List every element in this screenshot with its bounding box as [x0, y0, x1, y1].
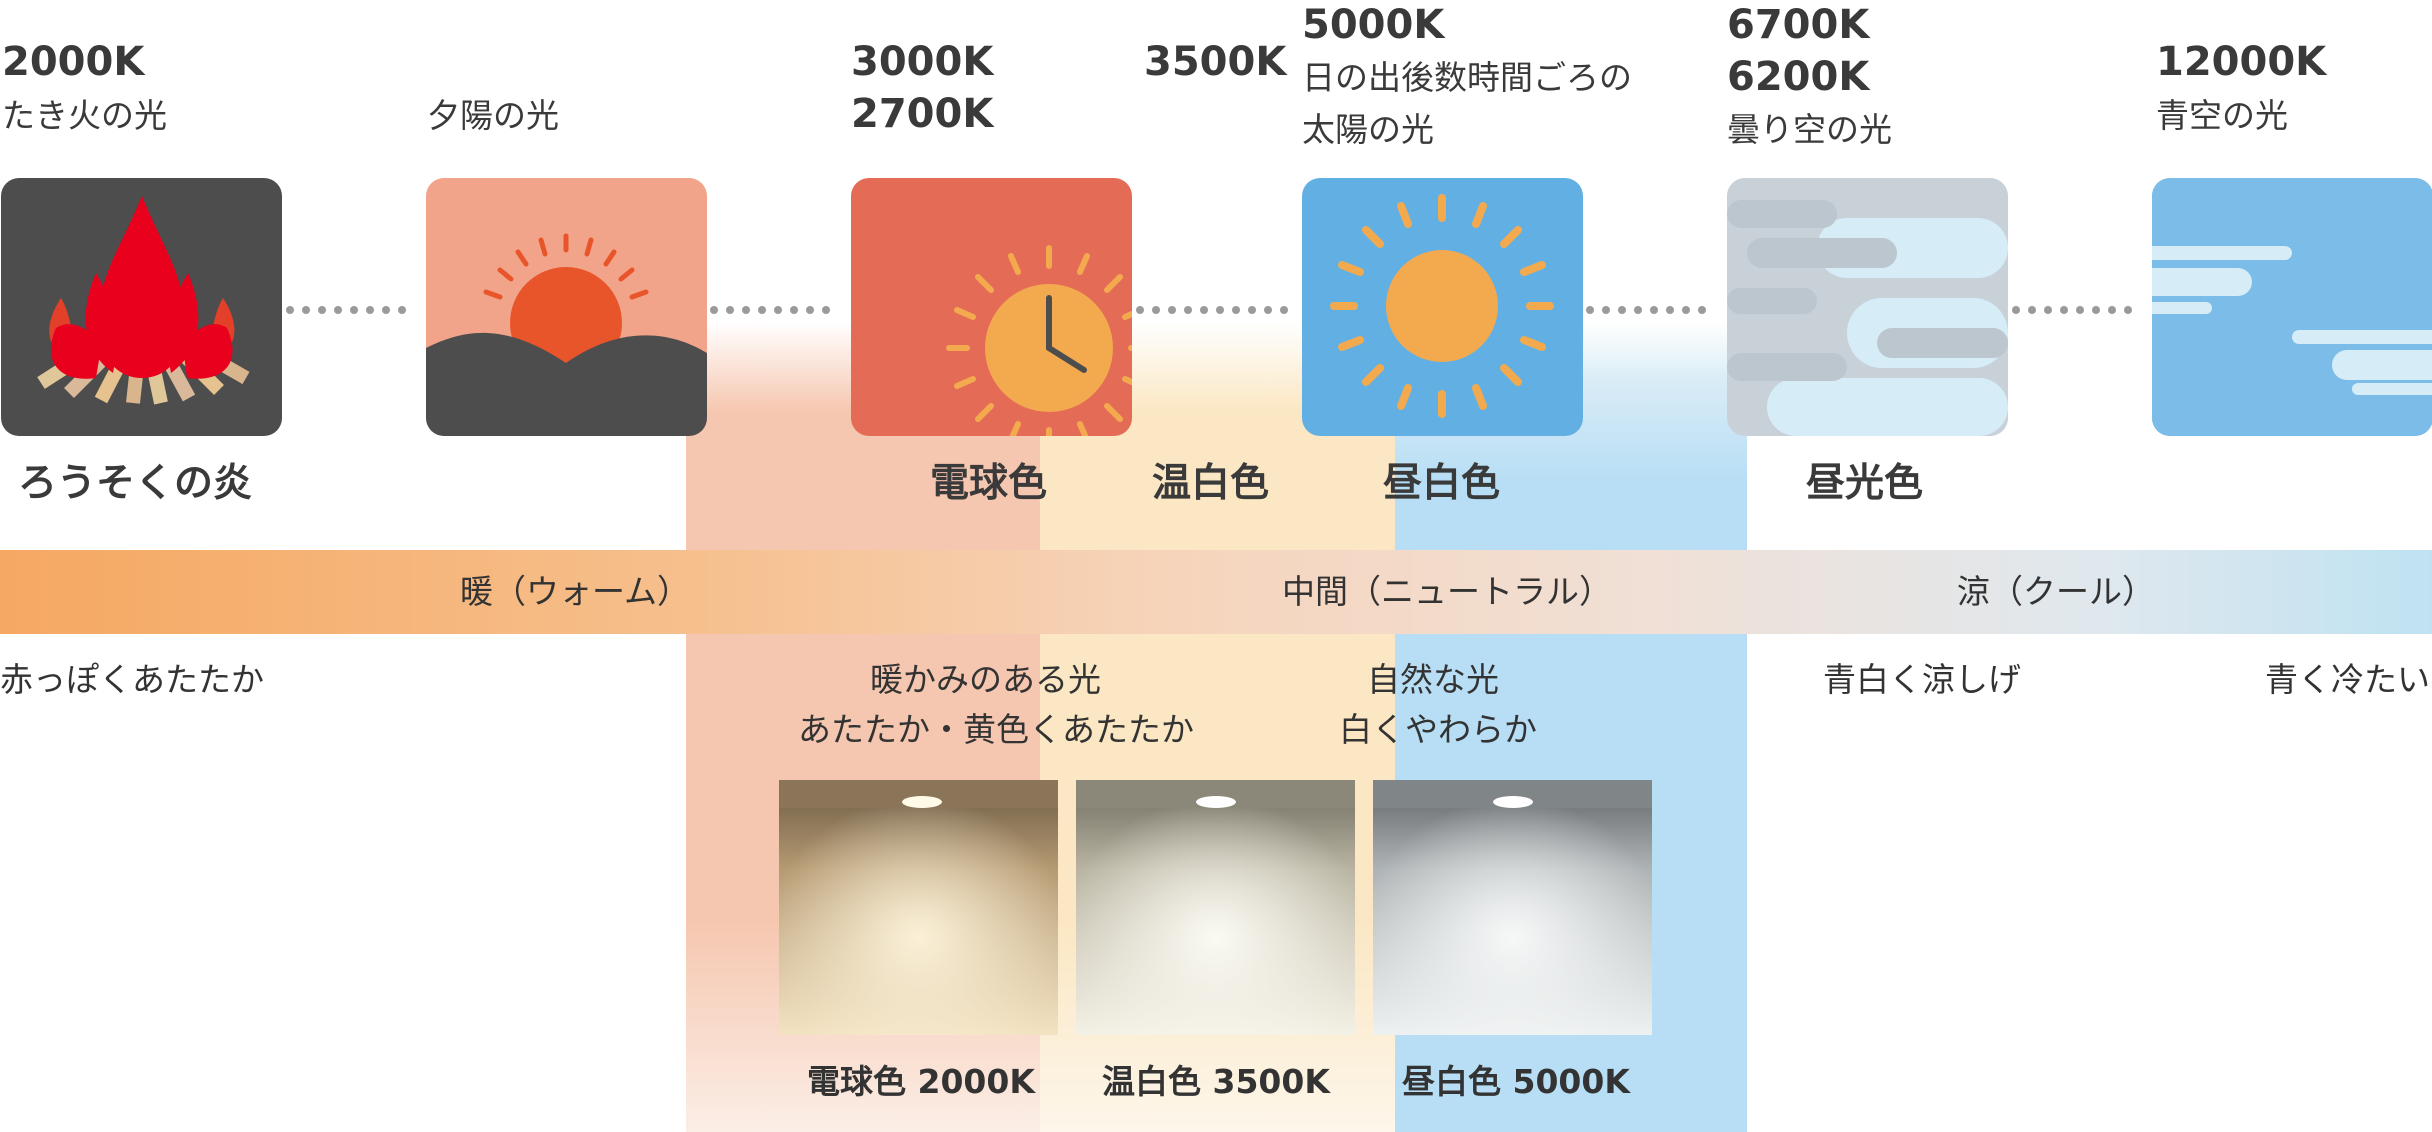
dotted-connector: [286, 299, 426, 314]
photo-onpaku-3500k: [1076, 780, 1355, 1035]
source-bluesky: 青空の光: [2156, 96, 2288, 135]
campfire-tile: [1, 178, 282, 436]
downlight-icon: [1196, 796, 1236, 808]
bar-label-cool: 涼（クール）: [1957, 572, 2155, 611]
source-bonfire: たき火の光: [2, 96, 167, 135]
label-chuko: 昼光色: [1806, 461, 1924, 506]
photo-chuhaku-5000k: [1373, 780, 1652, 1035]
bluesky-tile: [2152, 178, 2432, 436]
caption-onpaku-3500k: 温白色 3500K: [1102, 1062, 1330, 1101]
color-temperature-bar: [0, 550, 2432, 634]
label-onpaku: 温白色: [1152, 461, 1270, 506]
daytime-sun-tile: [1302, 178, 1583, 436]
char-warm-line2: あたたか・黄色くあたたか: [798, 710, 1194, 749]
temp-3000k: 3000K: [851, 39, 994, 85]
denkyu-tile: [851, 178, 1132, 436]
temp-2000k: 2000K: [2, 39, 145, 85]
source-sunset: 夕陽の光: [427, 96, 559, 135]
sunset-tile: [426, 178, 707, 436]
bar-label-warm: 暖（ウォーム）: [460, 572, 691, 611]
temp-2700k: 2700K: [851, 91, 994, 137]
cloudy-tile: [1727, 178, 2008, 436]
campfire-icon: [37, 196, 250, 405]
sun-icon: [1330, 194, 1554, 418]
caption-chuhaku-5000k: 昼白色 5000K: [1402, 1062, 1630, 1101]
bar-label-neutral: 中間（ニュートラル）: [1282, 572, 1612, 611]
source-daytime-sun-line1: 日の出後数時間ごろの: [1302, 58, 1632, 97]
dotted-connector: [2012, 299, 2152, 314]
sunset-icon: [426, 233, 707, 436]
temp-6700k: 6700K: [1727, 2, 1870, 48]
char-warm-line1: 暖かみのある光: [870, 660, 1101, 699]
caption-denkyu-2000k: 電球色 2000K: [807, 1062, 1035, 1101]
downlight-icon: [902, 796, 942, 808]
photo-denkyu-2000k: [779, 780, 1058, 1035]
dotted-connector: [710, 299, 850, 314]
temp-5000k: 5000K: [1302, 2, 1445, 48]
char-natural-line2: 白くやわらか: [1339, 710, 1537, 749]
char-bluewhite-cool: 青白く涼しげ: [1823, 660, 2021, 699]
temp-6200k: 6200K: [1727, 54, 1870, 100]
label-denkyu: 電球色: [930, 461, 1048, 506]
label-chuhaku: 昼白色: [1383, 461, 1501, 506]
sky-icon: [2152, 178, 2432, 436]
char-reddish-warm: 赤っぽくあたたか: [0, 660, 264, 699]
temp-12000k: 12000K: [2156, 39, 2327, 85]
cloud-icon: [1727, 178, 2008, 436]
dotted-connector: [1586, 299, 1726, 314]
dotted-connector: [1136, 299, 1301, 314]
source-daytime-sun-line2: 太陽の光: [1302, 110, 1434, 149]
downlight-icon: [1493, 796, 1533, 808]
char-blue-cold: 青く冷たい: [2265, 660, 2430, 699]
clock-sun-icon: [946, 245, 1132, 436]
char-natural-line1: 自然な光: [1367, 660, 1499, 699]
source-cloudy: 曇り空の光: [1727, 110, 1892, 149]
temp-3500k: 3500K: [1144, 39, 1287, 85]
label-candle-flame: ろうそくの炎: [18, 461, 253, 506]
